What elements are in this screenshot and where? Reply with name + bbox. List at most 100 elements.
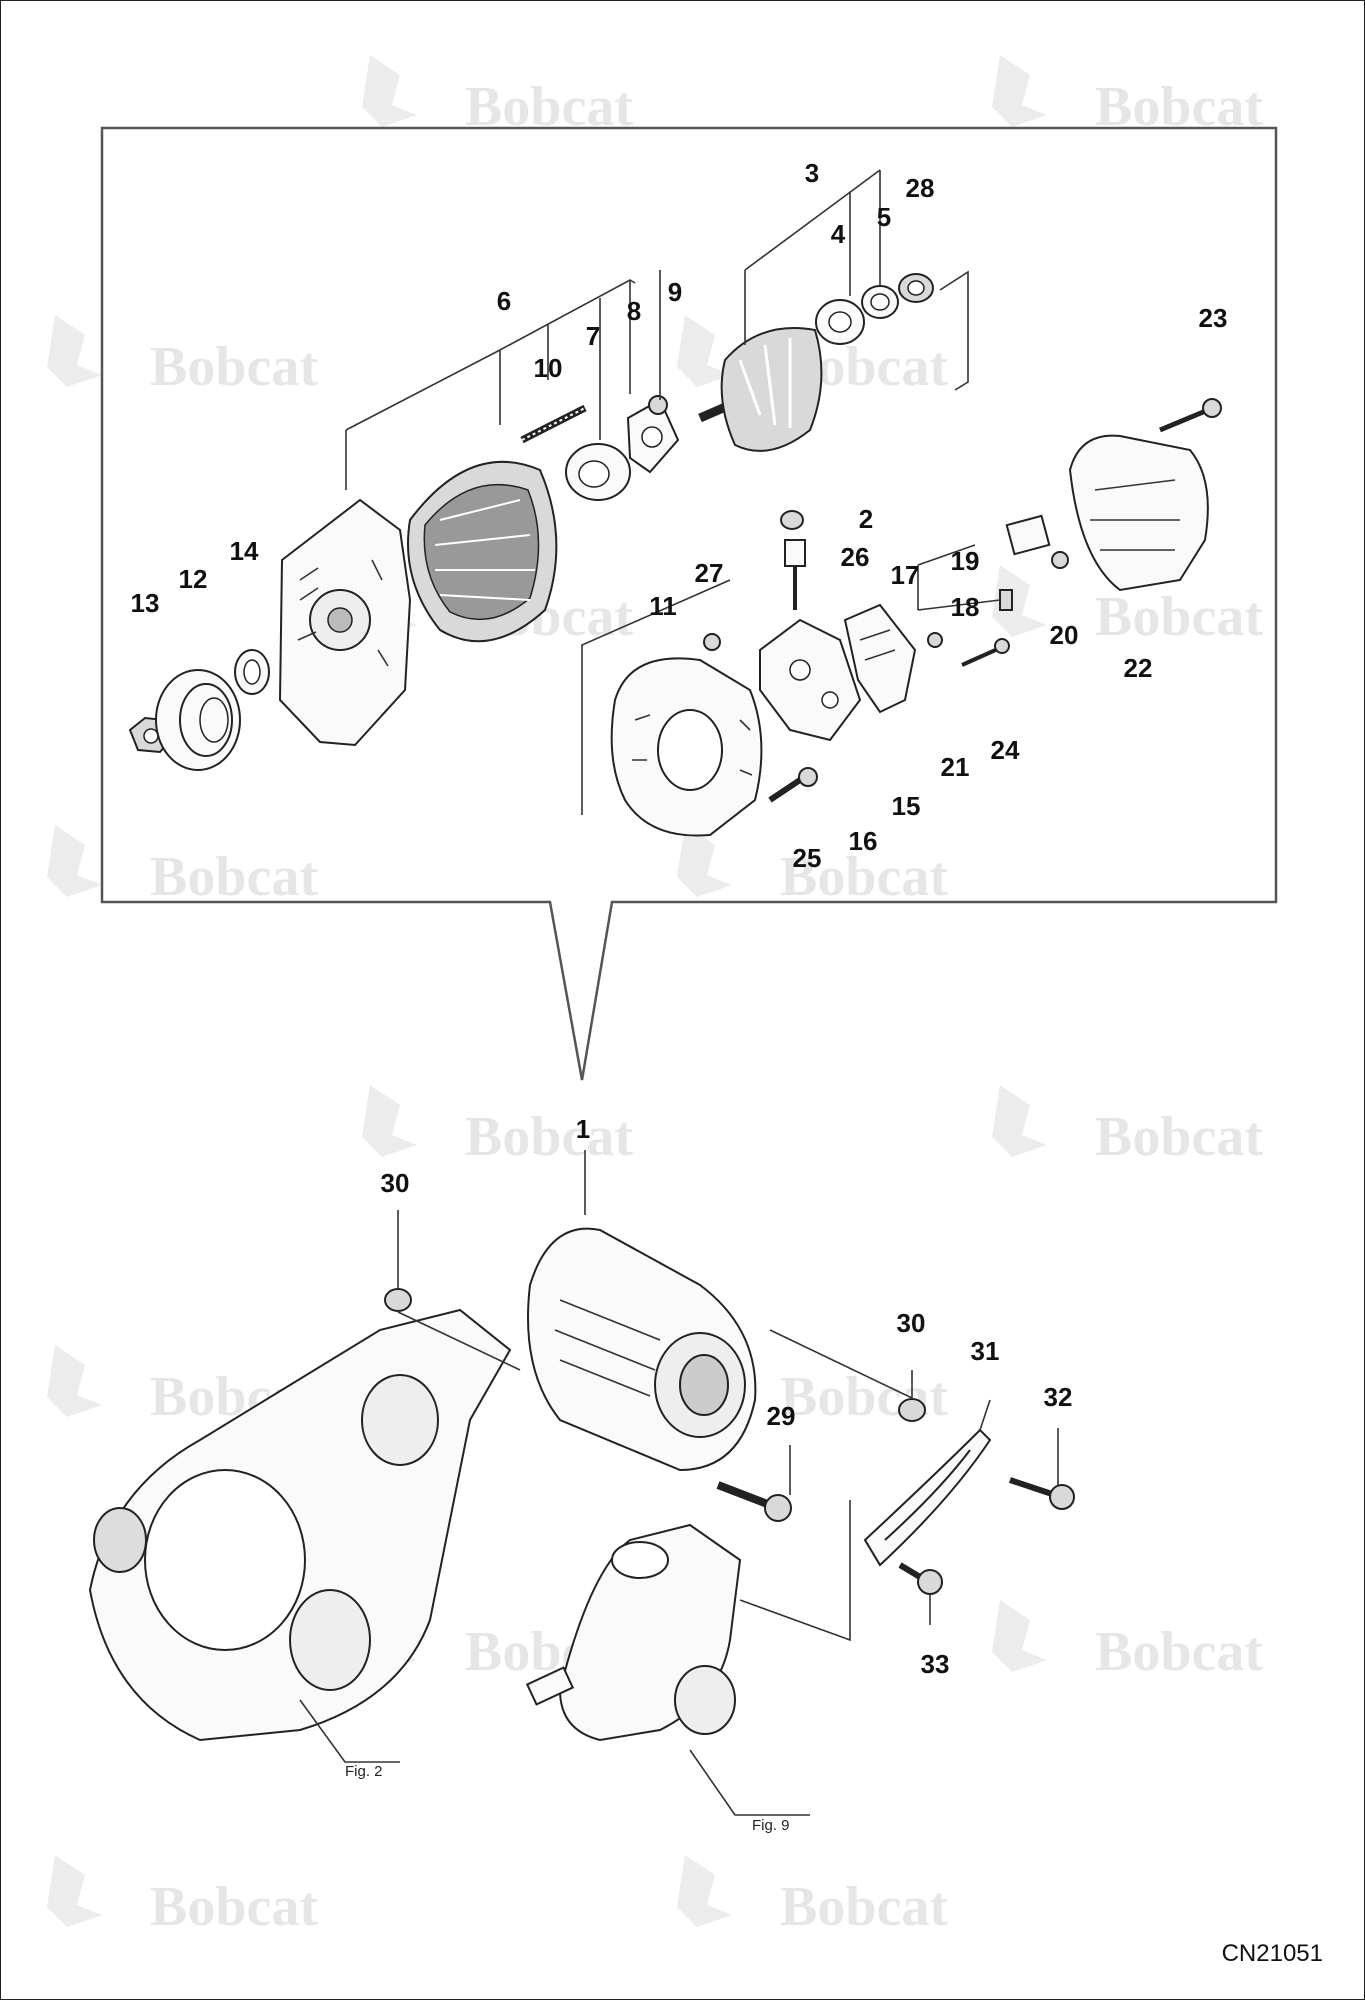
holder-19-part <box>1005 514 1051 556</box>
stator-part <box>407 460 558 643</box>
callout-10: 10 <box>534 353 563 383</box>
leader-lines-assembly-1 <box>397 1150 913 1399</box>
regulator-part <box>843 603 917 714</box>
callout-30-right: 30 <box>897 1308 926 1338</box>
callout-29: 29 <box>767 1401 796 1431</box>
svg-text:Bobcat: Bobcat <box>150 1876 318 1938</box>
figure-ref-fig2: Fig. 2 <box>345 1763 383 1780</box>
bolt-29-part <box>716 1481 792 1522</box>
spacer-part <box>234 649 270 695</box>
screw-9-part <box>648 395 668 415</box>
callout-9: 9 <box>668 277 682 307</box>
front-housing-part <box>278 498 412 747</box>
rear-housing-part <box>610 657 763 837</box>
callout-32: 32 <box>1044 1382 1073 1412</box>
rear-cover-part <box>1068 434 1209 592</box>
watermark-2: Bobcat <box>992 55 1263 138</box>
stud-part <box>520 404 587 444</box>
svg-text:Bobcat: Bobcat <box>1095 586 1263 648</box>
callout-25: 25 <box>793 843 822 873</box>
callout-1: 1 <box>576 1114 590 1144</box>
detail-callout-frame <box>100 126 1278 1081</box>
callout-4: 4 <box>831 219 846 249</box>
bolt-25-part <box>768 767 818 803</box>
watermark-14: Bobcat <box>992 1600 1263 1683</box>
drawing-code: CN21051 <box>1221 1940 1323 1967</box>
rotor-part <box>698 327 823 452</box>
watermark-16: Bobcat <box>677 1855 948 1938</box>
callout-11: 11 <box>649 591 677 621</box>
leader-ticks-6 <box>499 270 661 440</box>
bearing-4-part <box>815 299 865 345</box>
callout-23: 23 <box>1199 303 1228 333</box>
washer-21-part <box>927 632 943 648</box>
exploded-alternator <box>128 169 1222 837</box>
svg-text:Bobcat: Bobcat <box>150 336 318 398</box>
callout-18: 18 <box>951 592 980 622</box>
watermark-1: Bobcat <box>362 55 633 138</box>
callout-19: 19 <box>951 546 980 576</box>
callout-21: 21 <box>941 752 970 782</box>
callout-17: 17 <box>891 560 920 590</box>
bolt-24-part <box>961 638 1010 667</box>
callout-20: 20 <box>1050 620 1079 650</box>
svg-text:Bobcat: Bobcat <box>780 1876 948 1938</box>
watermark-6: Bobcat <box>992 565 1263 648</box>
watermark-9: Bobcat <box>362 1085 633 1168</box>
svg-text:Bobcat: Bobcat <box>465 1106 633 1168</box>
watermark-15: Bobcat <box>47 1855 318 1938</box>
figure-ref-fig9: Fig. 9 <box>752 1817 790 1834</box>
engine-assembly <box>88 1150 1075 1816</box>
leader-bracket-11 <box>581 579 731 815</box>
screw-20-part <box>1051 551 1069 569</box>
alternator-part <box>527 1227 757 1472</box>
callout-2: 2 <box>859 504 873 534</box>
nut-30-left-part <box>384 1288 412 1312</box>
callout-15: 15 <box>892 791 921 821</box>
callout-26: 26 <box>841 542 870 572</box>
svg-text:Bobcat: Bobcat <box>780 846 948 908</box>
svg-text:Bobcat: Bobcat <box>1095 1621 1263 1683</box>
water-pump-part <box>525 1523 742 1742</box>
callout-27: 27 <box>695 558 724 588</box>
bearing-7-part <box>565 443 631 501</box>
callout-22: 22 <box>1124 653 1153 683</box>
callout-31: 31 <box>971 1336 1000 1366</box>
bolt-33-part <box>898 1562 943 1595</box>
seal-28-part <box>898 273 934 303</box>
leader-lines-fig-refs <box>299 1699 810 1816</box>
callout-14: 14 <box>230 536 259 566</box>
callout-12: 12 <box>179 564 208 594</box>
callout-7: 7 <box>586 321 600 351</box>
nut-2-part <box>780 510 804 530</box>
watermark-10: Bobcat <box>992 1085 1263 1168</box>
leader-bracket-17 <box>917 544 1001 611</box>
leader-bracket-6 <box>345 279 636 431</box>
nut-30-right-part <box>898 1398 926 1422</box>
callout-8: 8 <box>627 296 641 326</box>
leader-lines-assembly-2 <box>739 1399 1059 1642</box>
callout-5: 5 <box>877 202 891 232</box>
watermark-7: Bobcat <box>47 825 318 908</box>
bolt-32-part <box>1009 1477 1075 1510</box>
leader-bracket-right <box>939 270 969 391</box>
rectifier-part <box>759 618 862 742</box>
callout-16: 16 <box>849 826 878 856</box>
callout-33: 33 <box>921 1649 950 1679</box>
leader-bracket-3 <box>744 169 881 345</box>
ring-5-part <box>861 285 899 319</box>
callout-13: 13 <box>131 588 160 618</box>
bolt-23-part <box>1159 398 1222 433</box>
retainer-plate-part <box>626 398 680 474</box>
callout-6: 6 <box>497 286 511 316</box>
adjusting-bracket-part <box>863 1428 992 1567</box>
pulley-part <box>155 669 241 771</box>
callout-28: 28 <box>906 173 935 203</box>
svg-text:Bobcat: Bobcat <box>1095 1106 1263 1168</box>
callout-labels: 1 2 3 4 5 6 7 8 9 10 11 12 13 14 15 16 1… <box>131 158 1228 1679</box>
terminal-26-part <box>784 539 806 610</box>
watermark-3: Bobcat <box>47 315 318 398</box>
svg-text:Bobcat: Bobcat <box>150 846 318 908</box>
